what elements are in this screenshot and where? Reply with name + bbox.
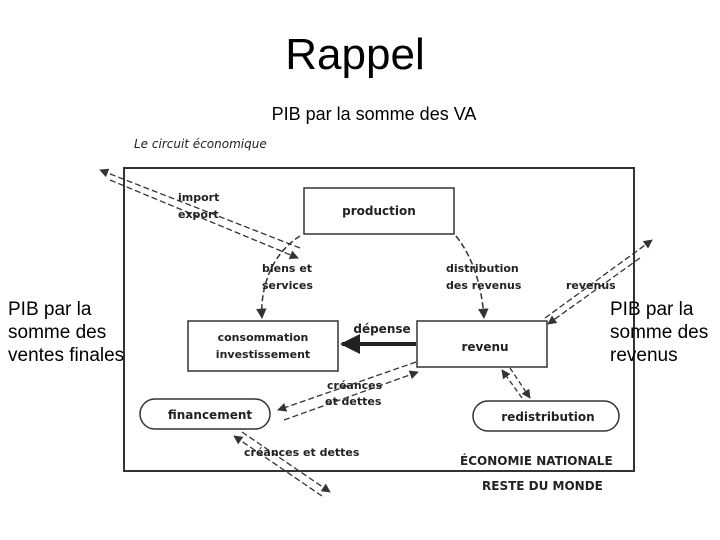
- national-economy-frame: [123, 167, 635, 472]
- redistribution-ellipse: [472, 400, 620, 432]
- creances-top-arrow-a: [277, 361, 417, 412]
- slide-title: Rappel: [285, 30, 425, 79]
- des-revenus-label: des revenus: [446, 279, 522, 292]
- reste-du-monde-label: RESTE DU MONDE: [482, 479, 603, 493]
- revenus-in-arrow: [547, 257, 641, 325]
- financement-label: financement: [168, 408, 253, 422]
- export-label: export: [178, 208, 219, 221]
- consommation-label: consommation: [218, 331, 309, 344]
- dettes-top-label: et dettes: [325, 395, 382, 408]
- biens-label: biens et: [262, 262, 312, 275]
- investissement-label: investissement: [216, 348, 310, 361]
- consommation-box: [187, 320, 339, 372]
- depense-label: dépense: [353, 322, 410, 336]
- slide-subtitle: PIB par la somme des VA: [271, 104, 477, 124]
- from-redistribution-arrow: [501, 369, 523, 399]
- revenus-label: revenus: [566, 279, 616, 292]
- revenus-out-arrow: [544, 239, 653, 319]
- import-label: import: [178, 191, 219, 204]
- creances-bottom-arrow-b: [233, 435, 323, 497]
- export-arrow: [109, 179, 299, 260]
- redistribution-label: redistribution: [501, 410, 594, 424]
- creances-top-label: créances: [327, 379, 383, 392]
- production-label: production: [342, 204, 416, 218]
- right-label: PIB par la somme des revenus: [610, 299, 709, 366]
- diagram-caption: Le circuit économique: [134, 137, 267, 151]
- distribution-arrow: [455, 235, 489, 320]
- financement-ellipse: [139, 398, 271, 430]
- to-redistribution-arrow: [509, 367, 531, 399]
- biens-services-arrow: [256, 235, 301, 320]
- creances-bottom-label: créances et dettes: [244, 446, 360, 459]
- creances-bottom-arrow-a: [241, 431, 331, 493]
- revenu-box: [416, 320, 548, 368]
- services-label: services: [262, 279, 313, 292]
- economie-nationale-label: ÉCONOMIE NATIONALE: [460, 453, 613, 468]
- production-box: [303, 187, 455, 235]
- revenu-label: revenu: [461, 340, 508, 354]
- left-label: PIB par la somme des ventes finales: [8, 299, 125, 366]
- distribution-label: distribution: [446, 262, 519, 275]
- creances-top-arrow-b: [283, 370, 419, 421]
